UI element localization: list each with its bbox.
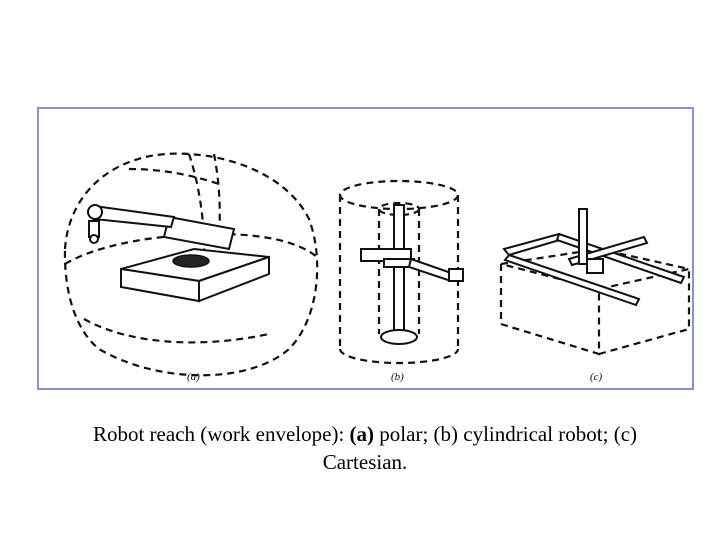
- cylindrical-robot-illustration: [338, 179, 464, 365]
- label-b: (b): [391, 371, 404, 383]
- caption-line2: Cartesian.: [322, 450, 408, 474]
- caption-line1-rest: polar; (b) cylindrical robot; (c): [374, 422, 638, 446]
- figure-panel: (a) (b) (c): [37, 107, 694, 390]
- label-a: (a): [187, 371, 200, 383]
- work-envelope-diagram: (a) (b) (c): [63, 152, 691, 383]
- caption-prefix: Robot reach (work envelope):: [92, 422, 350, 446]
- figure-caption: Robot reach (work envelope): (a) polar; …: [40, 420, 690, 476]
- polar-robot-illustration: [63, 152, 320, 377]
- label-c: (c): [590, 371, 603, 383]
- caption-bold-a: (a): [349, 422, 375, 446]
- cartesian-robot-illustration: [499, 208, 691, 356]
